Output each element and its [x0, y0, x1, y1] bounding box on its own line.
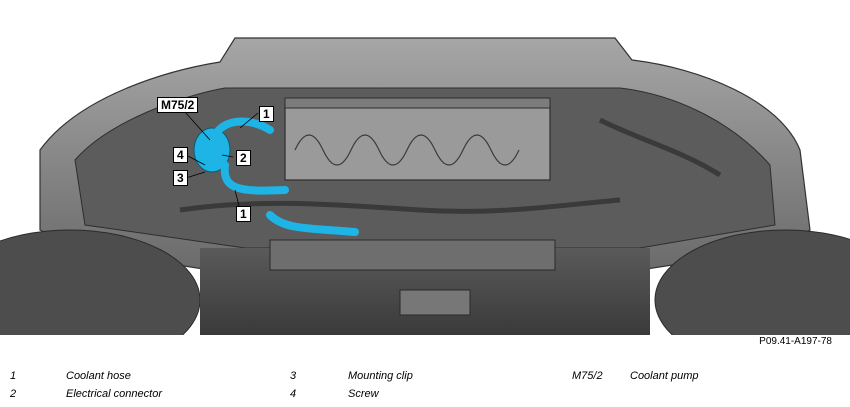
right-wheel	[654, 229, 850, 335]
legend-label-coolant-pump: Coolant pump	[630, 370, 699, 382]
legend-label-coolant-hose: Coolant hose	[66, 370, 131, 382]
callout-3: 3	[173, 170, 188, 186]
legend-label-mounting-clip: Mounting clip	[348, 370, 413, 382]
radiator	[284, 104, 551, 181]
hose-bundle-right	[598, 117, 722, 178]
engine-bay-illustration	[0, 37, 850, 335]
legend-key-m75-2: M75/2	[572, 370, 603, 382]
figure-reference: P09.41-A197-78	[759, 336, 832, 347]
legend-key-3: 3	[290, 370, 297, 382]
callout-1-lower: 1	[236, 206, 251, 222]
lower-bracket	[399, 289, 471, 316]
callout-4: 4	[173, 147, 188, 163]
front-crossmember	[269, 239, 556, 271]
legend-key-2: 2	[10, 388, 17, 400]
coolant-hose-lower-highlight	[220, 161, 359, 236]
callout-2: 2	[236, 150, 251, 166]
radiator-fins	[294, 134, 520, 166]
callout-1-upper: 1	[259, 106, 274, 122]
radiator-top-tank	[284, 97, 551, 109]
callout-m75-2: M75/2	[157, 97, 199, 113]
coolant-pump-highlight	[193, 127, 231, 173]
coolant-hose-upper-highlight	[211, 117, 274, 139]
legend-label-electrical-connector: Electrical connector	[66, 388, 162, 400]
legend-label-screw: Screw	[348, 388, 379, 400]
legend-key-1: 1	[10, 370, 17, 382]
legend-key-4: 4	[290, 388, 297, 400]
hose-bundle-lower	[179, 197, 621, 214]
